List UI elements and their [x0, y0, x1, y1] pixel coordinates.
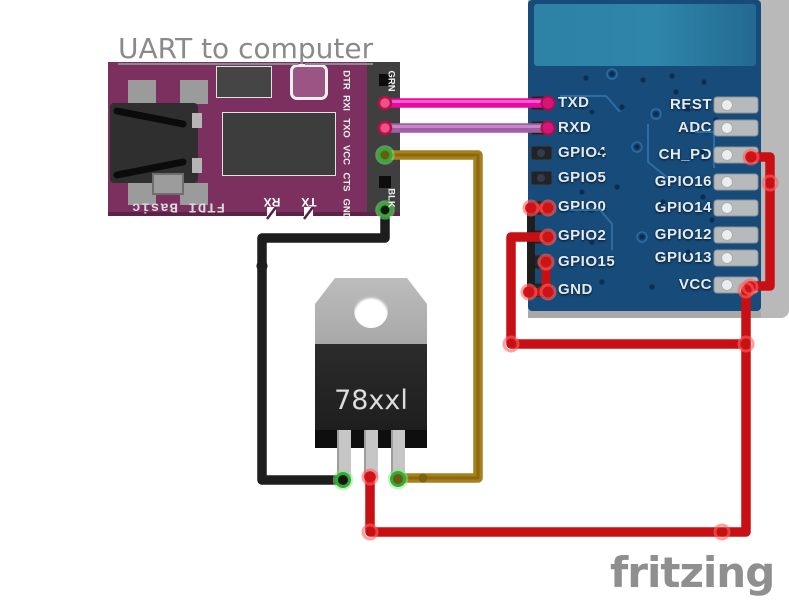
usb-slot	[152, 173, 184, 195]
diagram-title: UART to computer	[118, 32, 374, 65]
esp-pin-label-gpio4: GPIO4	[558, 144, 607, 161]
ftdi-chip	[222, 112, 336, 176]
wire-red-regulator-out	[365, 472, 727, 537]
wire-violet-txo-rxd[interactable]	[380, 123, 553, 133]
esp-pin-label-gpio12: GPIO12	[654, 226, 712, 243]
smd-component	[216, 66, 272, 98]
wire-magenta-rxi-txd[interactable]	[380, 98, 553, 108]
ftdi-header-strip	[367, 62, 400, 212]
ftdi-pad	[180, 183, 208, 205]
esp-pin-label-gpio13: GPIO13	[654, 249, 712, 266]
ftdi-pad	[128, 183, 156, 205]
regulator-mounting-hole	[354, 294, 388, 328]
regulator-leg-middle	[364, 430, 378, 478]
esp-pin-label-rxd: RXD	[558, 119, 592, 136]
wire-red-vcc-down	[717, 285, 751, 537]
regulator-leg-output	[391, 430, 405, 478]
ftdi-basic-board[interactable]	[108, 62, 400, 216]
esp-pin-label-adc: ADC	[678, 119, 712, 136]
esp-pin-label-gpio2: GPIO2	[558, 227, 607, 244]
esp-pin-label-gpio15: GPIO15	[558, 253, 616, 270]
usb-tab	[192, 158, 202, 173]
regulator-part-label: 78xxl	[334, 385, 408, 416]
esp-pin-label-vcc: VCC	[678, 276, 712, 293]
esp-pin-label-gpio16: GPIO16	[654, 173, 712, 190]
reset-pad	[290, 64, 328, 100]
esp-pin-label-gnd: GND	[558, 281, 593, 298]
regulator-leg-input	[337, 430, 351, 478]
ftdi-pad	[180, 80, 208, 104]
esp-pin-label-gpio0: GPIO0	[558, 198, 607, 215]
mini-usb-connector	[110, 103, 202, 195]
esp-antenna-area	[534, 4, 756, 66]
esp-pin-label-gpio5: GPIO5	[558, 169, 607, 186]
esp-pin-label-txd: TXD	[558, 94, 590, 111]
esp-pin-label-gpio14: GPIO14	[654, 199, 712, 216]
esp-board-edge	[528, 311, 761, 318]
esp-pin-label-rest: REST	[669, 96, 712, 113]
ftdi-pad	[128, 80, 156, 104]
fritzing-watermark: fritzing	[610, 548, 775, 597]
usb-tab	[192, 113, 202, 128]
esp-pin-label-chpd: CH_PD	[658, 146, 712, 163]
